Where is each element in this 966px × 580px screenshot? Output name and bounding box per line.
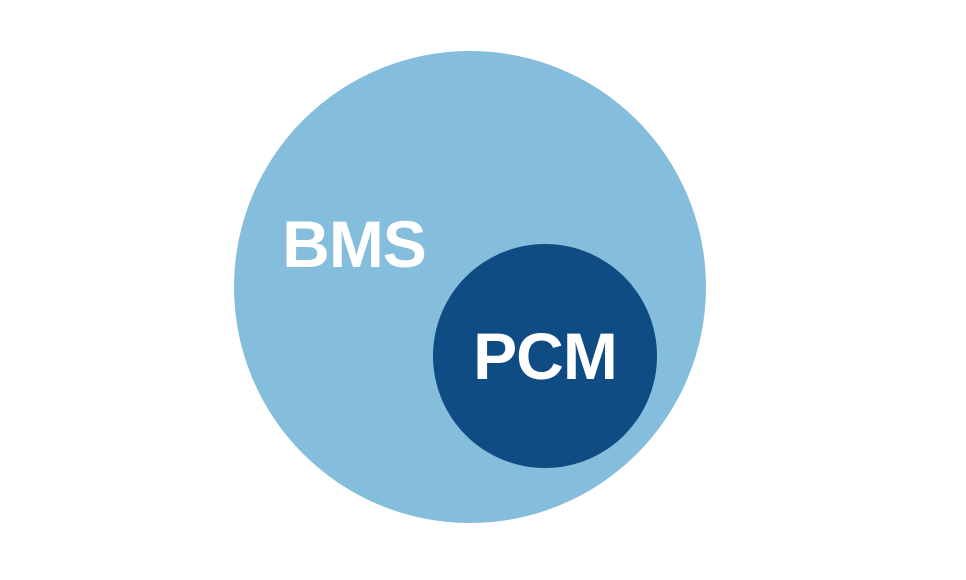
pcm-set-circle: PCM — [433, 244, 657, 468]
bms-set-label: BMS — [282, 207, 427, 281]
pcm-set-label: PCM — [473, 319, 618, 393]
bms-set-circle: BMS PCM — [234, 51, 706, 523]
